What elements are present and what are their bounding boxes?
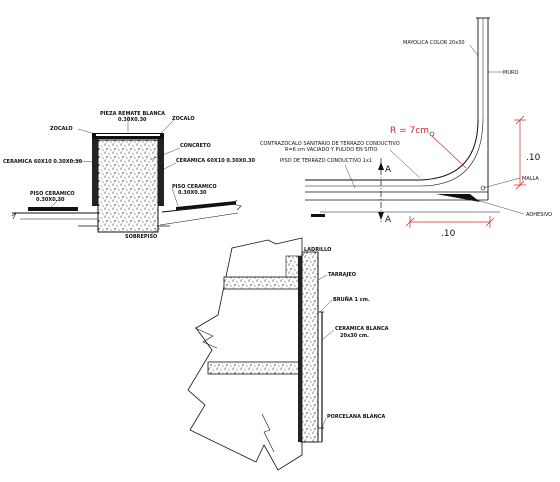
adhesive-wedge	[436, 194, 480, 202]
column-core	[301, 251, 319, 443]
label-malla: MALLA	[522, 176, 539, 182]
label-ceramica-left: CERAMICA 60X10 0.30X0.30	[3, 159, 82, 165]
label-pieza-remate: PIEZA REMATE BLANCA	[100, 111, 165, 117]
label-mayolica: MAYOLICA COLOR 20x30	[403, 40, 465, 46]
dimension-horizontal	[405, 216, 495, 228]
floor-line-right	[161, 203, 237, 213]
label-piso-ceramico-left: PISO CERAMICO	[30, 191, 75, 197]
label-contrazocalo-2: R=6 cm VACIADO Y PULIDO EN SITIO	[285, 147, 377, 153]
label-piso-ceramico-right: PISO CERAMICO	[172, 184, 217, 190]
label-concreto: CONCRETO	[180, 143, 211, 149]
dim-horizontal-label: .10	[441, 229, 456, 239]
label-ceramica-blanca-size: 20x30 cm.	[340, 333, 369, 339]
section-mark-bottom: A	[385, 215, 392, 225]
label-contrazocalo-1: CONTRAZOCALO SANITARIO DE TERRAZO CONDUC…	[260, 141, 400, 147]
radius-label: R = 7cm	[390, 126, 429, 136]
detail-c-wall-section: LADRILLO TARRAJEO BRUÑA 1 cm. CERAMICA B…	[187, 237, 389, 471]
label-muro: MURO	[503, 70, 518, 76]
label-zocalo-left: ZOCALO	[50, 126, 73, 132]
dim-vertical-label: .10	[526, 153, 541, 163]
label-ladrillo: LADRILLO	[304, 247, 331, 253]
label-zocalo-right: ZOCALO	[172, 116, 195, 122]
label-tarrajeo: TARRAJEO	[328, 272, 356, 278]
ceramic-tile-left	[92, 138, 98, 206]
detail-a-curb-section: PIEZA REMATE BLANCA 0.30X0.30 ZOCALO ZOC…	[3, 111, 255, 240]
label-sobrepiso: SOBREPISO	[125, 234, 157, 240]
wall-outline	[187, 237, 303, 471]
ceramic-tile-right	[158, 138, 164, 206]
label-pieza-remate-size: 0.30X0.30	[118, 117, 147, 123]
label-ceramica-right: CERAMICA 60X10 0.30X0.30	[176, 158, 255, 164]
label-adhesivo: ADHESIVO	[526, 212, 552, 218]
section-mark-top: A	[385, 165, 392, 175]
label-ceramica-blanca: CERAMICA BLANCA	[335, 326, 389, 332]
dimension-vertical	[514, 115, 526, 190]
cove-curve	[419, 119, 479, 181]
detail-b-sanitary-cove: A A .10 .10 R = 7cm MAYOLICA COLOR 20	[260, 17, 552, 239]
label-porcelana: PORCELANA BLANCA	[327, 414, 385, 420]
label-piso-ceramico-left-size: 0.30X0.30	[36, 197, 65, 203]
label-piso-ceramico-right-size: 0.30X0.30	[178, 190, 207, 196]
label-piso-terrazo: PISO DE TERRAZO CONDUCTIVO 1x1	[280, 158, 372, 164]
concrete-core	[97, 139, 159, 233]
label-bruna: BRUÑA 1 cm.	[333, 296, 370, 303]
